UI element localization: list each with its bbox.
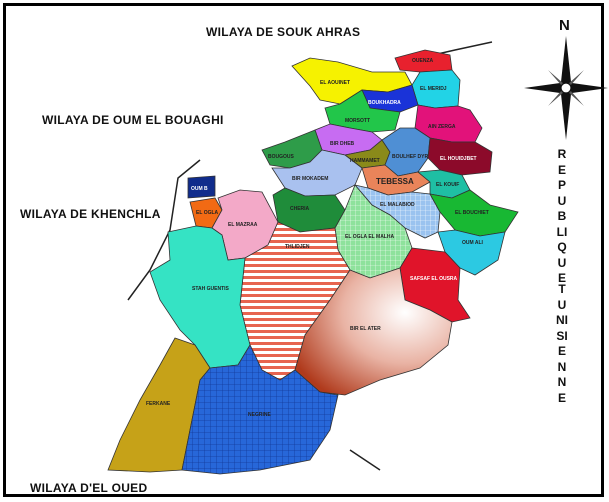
label-bir-el-ater: BIR EL ATER — [350, 326, 381, 332]
region-negrine[interactable] — [181, 344, 339, 475]
label-oum-ali: OUM ALI — [462, 240, 484, 246]
label-thlidjen: THLIDJEN — [285, 244, 310, 250]
label-stah-guentis: STAH GUENTIS — [192, 286, 230, 292]
label-wilaya-oum-el-bouaghi: WILAYA DE OUM EL BOUAGHI — [42, 113, 224, 127]
label-el-kouif: EL KOUIF — [436, 182, 459, 188]
region-el-bouchiet[interactable] — [429, 189, 519, 237]
label-republique: REPUBLIQUE — [556, 147, 568, 285]
region-el-houidjbet[interactable] — [427, 137, 493, 176]
label-ferkane: FERKANE — [146, 401, 171, 407]
region-ferkane[interactable] — [107, 337, 211, 473]
label-bir-dheb: BIR DHEB — [330, 141, 355, 147]
label-morsott: MORSOTT — [345, 118, 370, 124]
label-wilaya-el-oued: WILAYA D'EL OUED — [30, 481, 148, 495]
label-hammamet: HAMMAMET — [350, 158, 380, 164]
label-tebessa: TEBESSA — [376, 177, 414, 186]
label-el-bouchiet: EL BOUCHIET — [455, 210, 489, 216]
label-safsaf-el-ousra: SAFSAF EL OUSRA — [410, 276, 458, 282]
label-el-aouinet: EL AOUINET — [320, 80, 350, 86]
region-boulhef-dyr[interactable] — [381, 127, 431, 177]
label-wilaya-khenchla: WILAYA DE KHENCHLA — [20, 207, 161, 221]
label-ouenza: OUENZA — [412, 58, 434, 64]
border-el-oued — [349, 449, 381, 471]
label-wilaya-souk-ahras: WILAYA DE SOUK AHRAS — [206, 25, 361, 39]
compass-rose-icon — [524, 36, 608, 140]
label-tunisienne: TUNISIENNE — [556, 282, 568, 405]
label-el-mazraa: EL MAZRAA — [228, 222, 258, 228]
label-el-ogla: EL OGLA — [196, 210, 219, 216]
border-khenchla — [127, 159, 201, 301]
label-el-malabiod: EL MALABIOD — [380, 202, 415, 208]
label-bougous: BOUGOUS — [268, 154, 295, 160]
label-bir-mokadem: BIR MOKADEM — [292, 176, 328, 182]
label-boulhef-dyr: BOULHEF DYR — [392, 154, 429, 160]
label-cheria: CHERIA — [290, 206, 310, 212]
label-el-ogla-el-malha: EL OGLA EL MALHA — [345, 234, 394, 240]
region-oum-bagh[interactable] — [187, 175, 216, 199]
compass-north-letter: N — [559, 17, 570, 34]
label-negrine: NEGRINE — [248, 412, 271, 418]
label-boukhadra: BOUKHADRA — [368, 100, 401, 106]
label-el-meridj: EL MERIDJ — [420, 86, 447, 92]
label-el-houidjbet: EL HOUIDJBET — [440, 156, 477, 162]
label-oum-bagh: OUM B — [191, 186, 208, 192]
label-ain-zerga: AIN ZERGA — [428, 124, 456, 130]
